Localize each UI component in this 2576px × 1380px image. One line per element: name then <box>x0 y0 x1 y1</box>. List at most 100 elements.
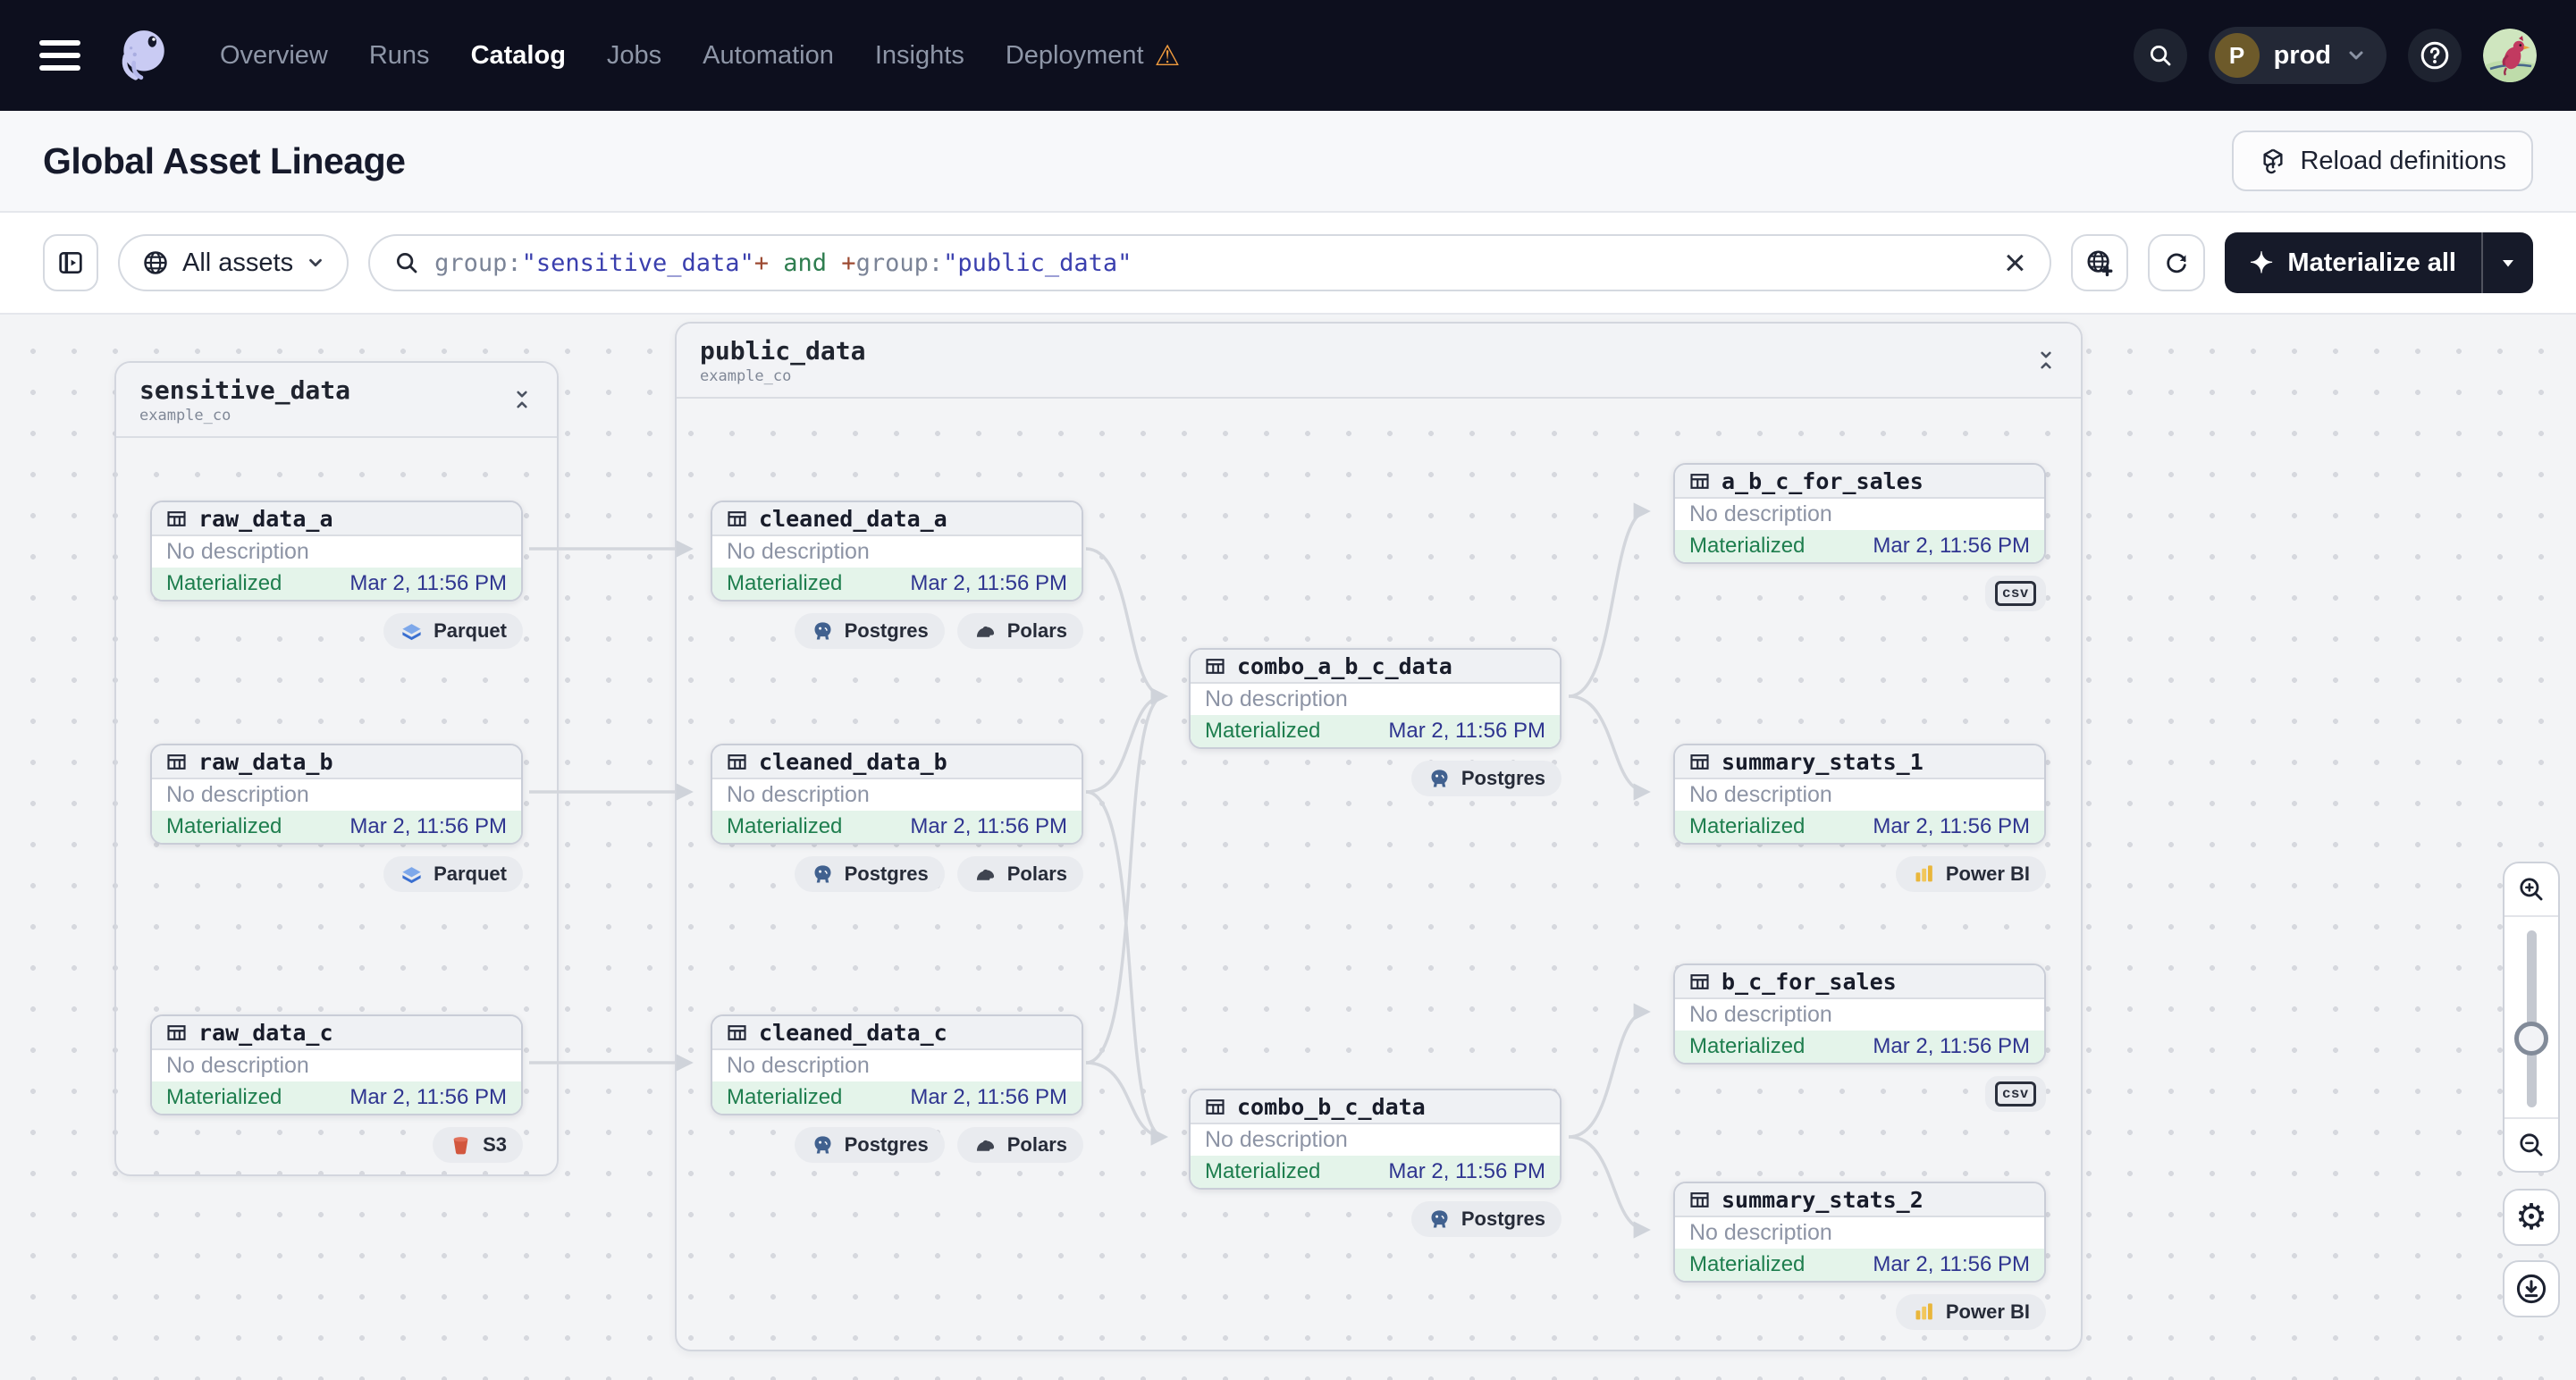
query-token: group: <box>855 248 944 277</box>
status-timestamp: Mar 2, 11:56 PM <box>1873 1252 2030 1276</box>
group-header[interactable]: sensitive_data example_co <box>116 363 557 438</box>
environment-name: prod <box>2273 40 2331 70</box>
polars-icon <box>973 619 998 644</box>
user-avatar[interactable] <box>2483 29 2537 82</box>
nav-item-deployment[interactable]: Deployment⚠ <box>1006 41 1180 71</box>
table-icon <box>1203 1095 1227 1119</box>
group-location: example_co <box>700 366 792 385</box>
badge-postgres[interactable]: Postgres <box>1410 761 1562 796</box>
asset-scope-label: All assets <box>182 248 294 277</box>
status-timestamp: Mar 2, 11:56 PM <box>1388 1159 1545 1183</box>
group-title: sensitive_data <box>139 374 351 405</box>
badge-powerbi[interactable]: Power BI <box>1895 1294 2046 1330</box>
status-timestamp: Mar 2, 11:56 PM <box>1873 534 2030 558</box>
asset-node-summary-stats-1[interactable]: summary_stats_1 No description Materiali… <box>1673 744 2046 845</box>
environment-switcher[interactable]: P prod <box>2208 27 2387 84</box>
badge-powerbi[interactable]: Power BI <box>1895 856 2046 892</box>
lineage-edges <box>529 502 1651 1239</box>
search-button[interactable] <box>2133 29 2187 82</box>
zoom-slider-track[interactable] <box>2526 930 2537 1107</box>
asset-name: combo_b_c_data <box>1237 1093 1426 1120</box>
open-left-panel-button[interactable] <box>43 234 98 291</box>
nav-item-label: Jobs <box>606 40 662 70</box>
menu-icon[interactable] <box>39 40 80 71</box>
powerbi-icon <box>1912 862 1936 887</box>
asset-node-b-c-for-sales[interactable]: b_c_for_sales No description Materialize… <box>1673 963 2046 1064</box>
asset-scope-dropdown[interactable]: All assets <box>118 234 349 291</box>
zoom-slider-thumb[interactable] <box>2514 1022 2548 1056</box>
group-title: public_data <box>700 335 866 366</box>
nav-item-catalog[interactable]: Catalog <box>471 41 566 71</box>
badge-parquet[interactable]: Parquet <box>383 613 523 649</box>
badge-s3[interactable]: S3 <box>433 1127 523 1163</box>
postgres-icon <box>1427 1208 1452 1232</box>
help-button[interactable] <box>2408 29 2462 82</box>
asset-node-summary-stats-2[interactable]: summary_stats_2 No description Materiali… <box>1673 1182 2046 1283</box>
badge-csv[interactable]: csv <box>1985 576 2046 611</box>
query-token: + <box>841 248 856 277</box>
badge-polars[interactable]: Polars <box>956 856 1083 892</box>
asset-description: No description <box>1675 779 2044 811</box>
asset-badges: Parquet <box>150 856 523 892</box>
nav-item-overview[interactable]: Overview <box>220 41 328 71</box>
nav-item-jobs[interactable]: Jobs <box>607 41 661 71</box>
badge-parquet[interactable]: Parquet <box>383 856 523 892</box>
chevron-down-icon <box>2345 45 2367 66</box>
reload-definitions-button[interactable]: Reload definitions <box>2232 130 2533 191</box>
clear-filter-icon[interactable]: × <box>2004 241 2026 283</box>
nav-item-runs[interactable]: Runs <box>369 41 430 71</box>
nav-item-label: Automation <box>703 40 834 70</box>
table-icon <box>164 507 189 531</box>
lineage-canvas[interactable]: sensitive_data example_co public_data ex… <box>0 315 2576 1380</box>
asset-badges: csv <box>1673 576 2046 611</box>
zoom-controls <box>2503 862 2560 1173</box>
asset-badges: S3 <box>150 1127 523 1163</box>
asset-node-cleaned-data-a[interactable]: cleaned_data_a No description Materializ… <box>711 501 1083 602</box>
asset-node-a-b-c-for-sales[interactable]: a_b_c_for_sales No description Materiali… <box>1673 463 2046 564</box>
group-header[interactable]: public_data example_co <box>677 324 2081 399</box>
badge-polars[interactable]: Polars <box>956 1127 1083 1163</box>
zoom-out-button[interactable] <box>2504 1119 2558 1171</box>
materialize-all-split-button: ✦ Materialize all <box>2224 232 2533 293</box>
nav-item-label: Catalog <box>470 40 566 70</box>
download-graph-button[interactable] <box>2503 1260 2560 1317</box>
zoom-slider[interactable] <box>2504 915 2558 1119</box>
view-full-graph-button[interactable] <box>2070 234 2128 291</box>
graph-settings-button[interactable]: ⚙ <box>2503 1189 2560 1246</box>
asset-node-combo-b-c-data[interactable]: combo_b_c_data No description Materializ… <box>1189 1089 1562 1190</box>
chevron-down-icon <box>306 253 325 273</box>
zoom-in-button[interactable] <box>2504 863 2558 915</box>
refresh-button[interactable] <box>2147 234 2205 291</box>
top-navbar: Overview Runs Catalog Jobs Automation In… <box>0 0 2576 111</box>
asset-node-cleaned-data-c[interactable]: cleaned_data_c No description Materializ… <box>711 1014 1083 1115</box>
badge-postgres[interactable]: Postgres <box>1410 1201 1562 1237</box>
asset-filter-input[interactable]: group:"sensitive_data"+ and +group:"publ… <box>368 234 2051 291</box>
button-divider <box>2481 232 2483 293</box>
postgres-icon <box>811 619 835 644</box>
badge-polars[interactable]: Polars <box>956 613 1083 649</box>
badge-csv[interactable]: csv <box>1985 1076 2046 1112</box>
asset-node-combo-a-b-c-data[interactable]: combo_a_b_c_data No description Material… <box>1189 648 1562 749</box>
materialize-options-button[interactable] <box>2483 232 2533 293</box>
asset-node-cleaned-data-b[interactable]: cleaned_data_b No description Materializ… <box>711 744 1083 845</box>
badge-label: Polars <box>1006 619 1067 642</box>
polars-icon <box>973 1133 998 1157</box>
status-label: Materialized <box>727 571 843 595</box>
badge-postgres[interactable]: Postgres <box>794 613 945 649</box>
badge-label: Postgres <box>1461 767 1545 789</box>
status-timestamp: Mar 2, 11:56 PM <box>349 1085 507 1109</box>
nav-item-automation[interactable]: Automation <box>703 41 834 71</box>
badge-postgres[interactable]: Postgres <box>794 1127 945 1163</box>
materialize-all-button[interactable]: ✦ Materialize all <box>2225 232 2481 293</box>
status-label: Materialized <box>1689 814 1806 838</box>
nav-item-insights[interactable]: Insights <box>875 41 964 71</box>
dagster-logo[interactable] <box>113 26 172 85</box>
badge-postgres[interactable]: Postgres <box>794 856 945 892</box>
filter-query: group:"sensitive_data"+ and +group:"publ… <box>434 249 1132 277</box>
query-token: + <box>753 248 770 277</box>
